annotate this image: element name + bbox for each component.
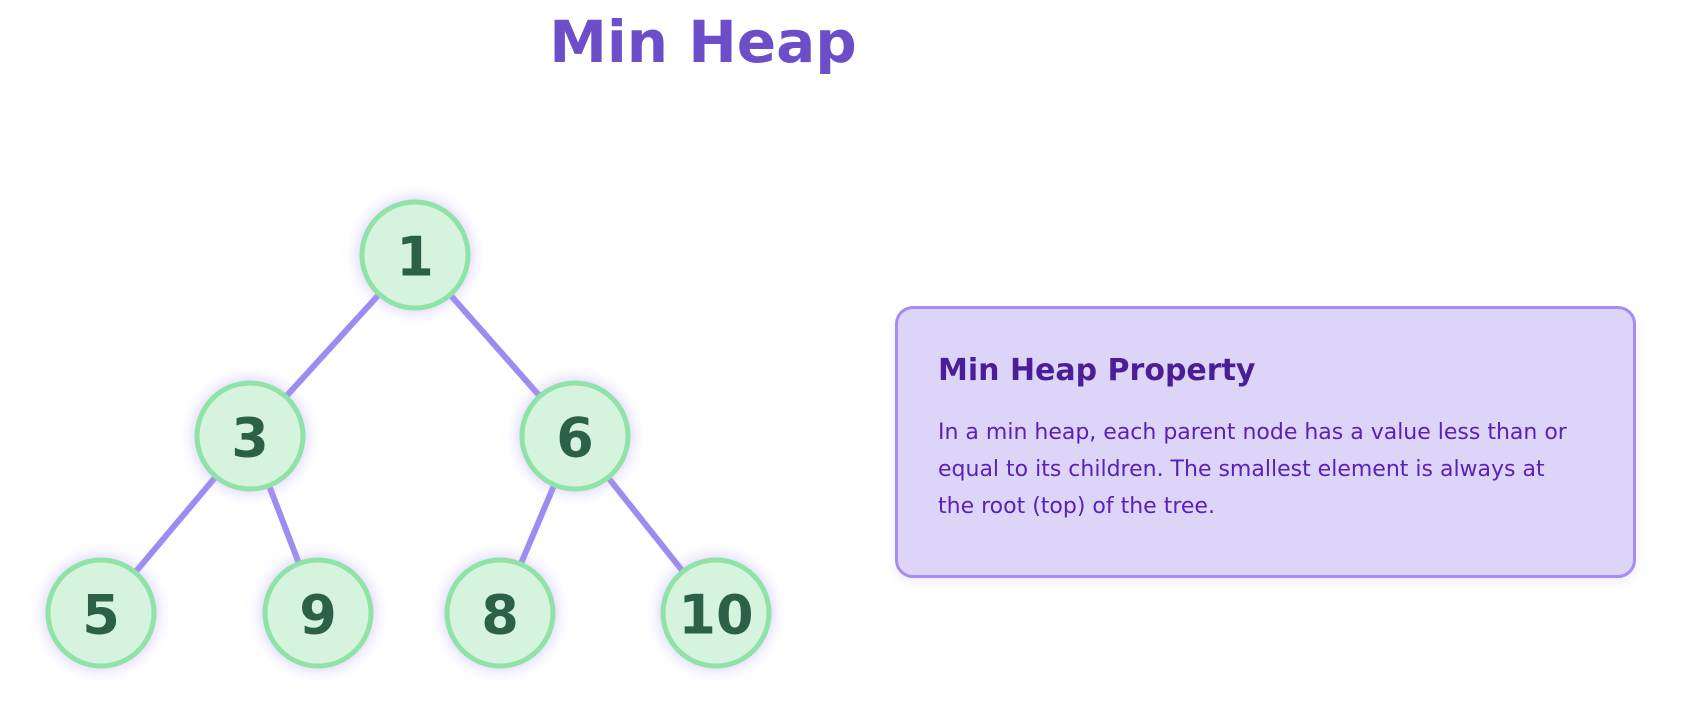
tree-node-value: 1 [396, 226, 434, 289]
info-box-body-line: the root (top) of the tree. [938, 494, 1215, 519]
tree-node-6: 6 [519, 380, 631, 492]
tree-node-circle [660, 557, 772, 669]
info-box-body-line: equal to its children. The smallest elem… [938, 457, 1545, 482]
tree-node-circle [45, 557, 157, 669]
tree-node-value: 9 [299, 584, 337, 647]
tree-node-circle [262, 557, 374, 669]
tree-node-8: 8 [444, 557, 556, 669]
min-heap-tree-diagram: 1 3 6 5 9 8 10 [45, 199, 772, 669]
tree-node-5: 5 [45, 557, 157, 669]
tree-node-value: 8 [481, 584, 519, 647]
tree-node-1: 1 [359, 199, 471, 311]
tree-nodes-layer: 1 3 6 5 9 8 10 [45, 199, 772, 669]
tree-node-value: 6 [556, 407, 594, 470]
info-box: Min Heap Property In a min heap, each pa… [895, 306, 1636, 578]
tree-node-circle [519, 380, 631, 492]
tree-node-circle [444, 557, 556, 669]
page-title: Min Heap [549, 8, 857, 76]
tree-node-value: 10 [678, 584, 753, 647]
info-box-heading: Min Heap Property [938, 353, 1256, 388]
info-box-body-line: In a min heap, each parent node has a va… [938, 420, 1567, 445]
tree-node-circle [359, 199, 471, 311]
tree-node-circle [194, 380, 306, 492]
tree-node-9: 9 [262, 557, 374, 669]
tree-node-3: 3 [194, 380, 306, 492]
tree-node-10: 10 [660, 557, 772, 669]
tree-node-value: 3 [231, 407, 269, 470]
tree-node-value: 5 [82, 584, 120, 647]
